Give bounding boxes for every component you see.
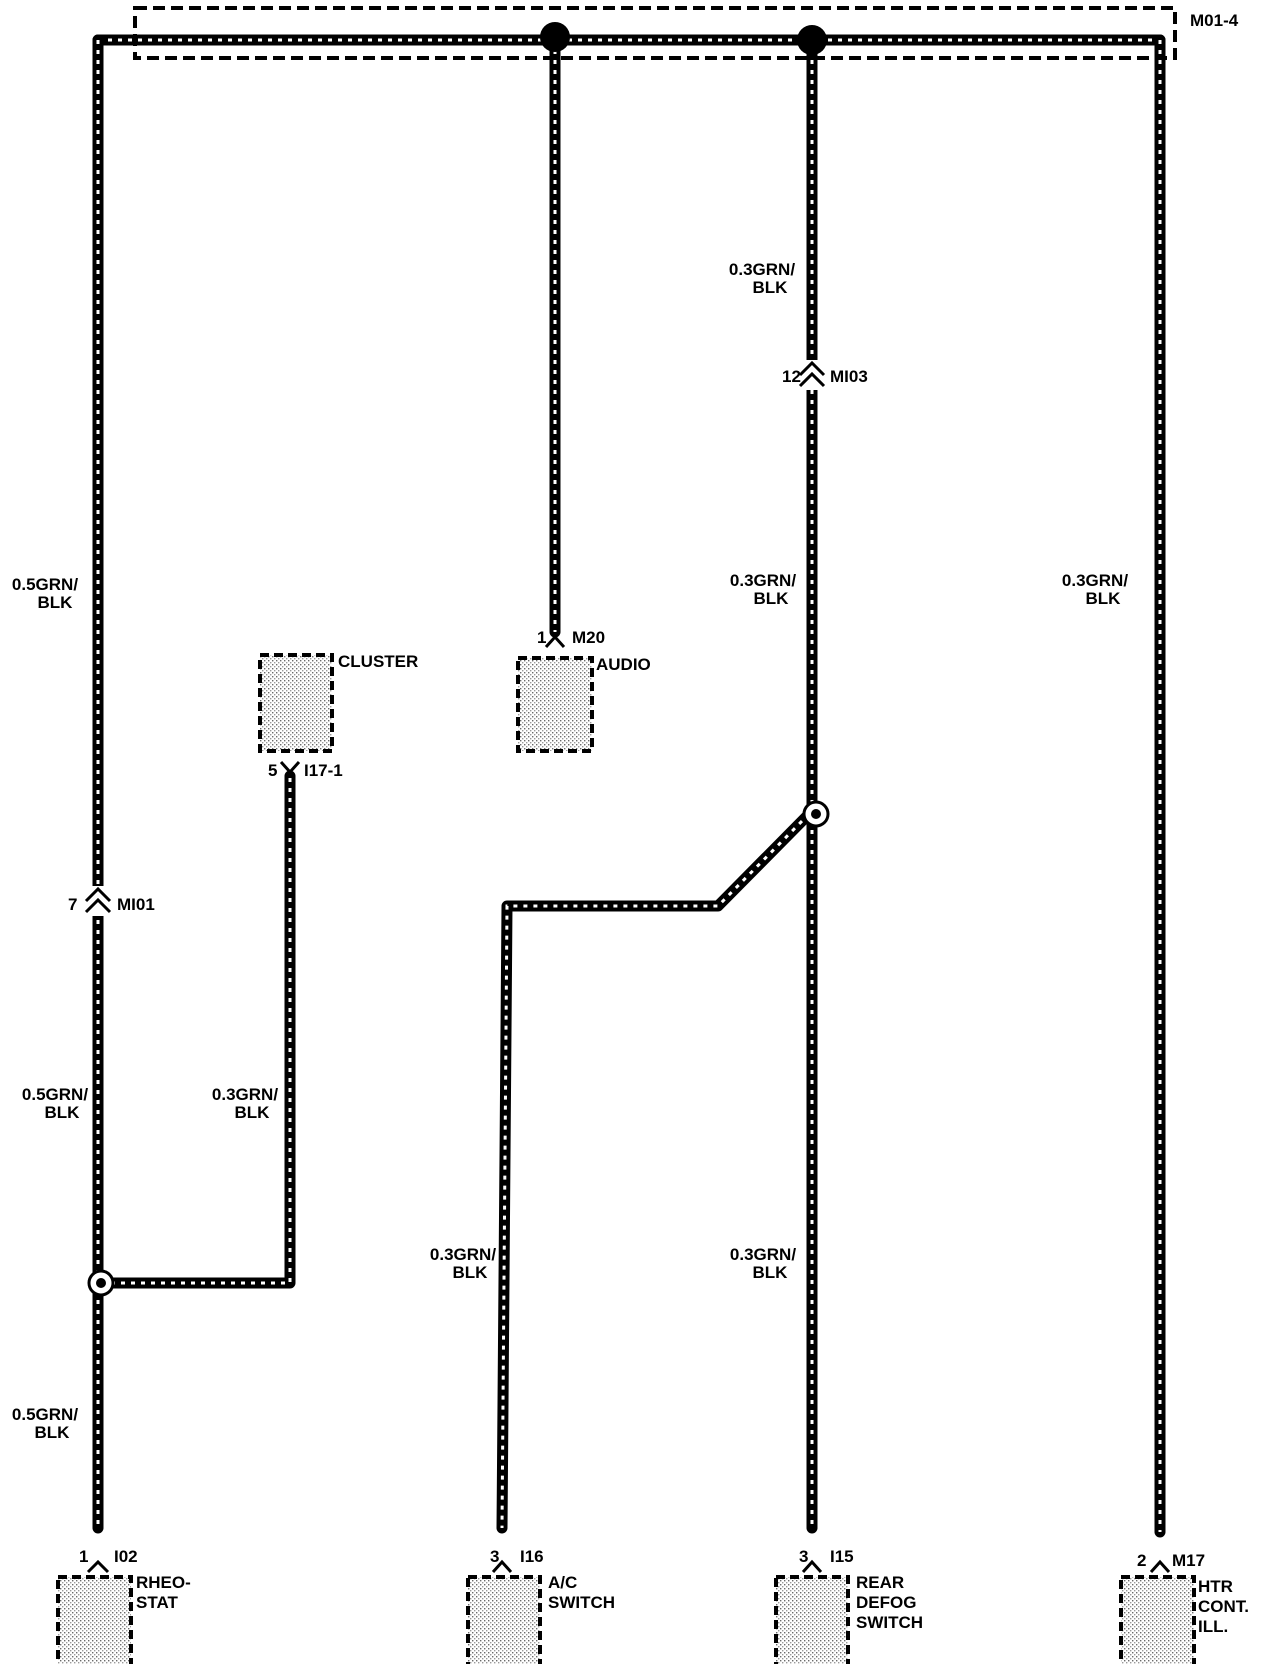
ac-switch-name-line1: A/C	[548, 1573, 577, 1592]
svg-text:BLK: BLK	[235, 1103, 271, 1122]
wire-label-cluster-branch: 0.3GRN/ BLK	[212, 1085, 278, 1122]
cluster-connector-id: I17-1	[304, 761, 343, 780]
wire-label-center-middle: 0.3GRN/ BLK	[730, 571, 796, 608]
inline-connector-mi01	[84, 886, 112, 916]
svg-text:BLK: BLK	[753, 278, 789, 297]
svg-text:BLK: BLK	[45, 1103, 81, 1122]
wire-label-right: 0.3GRN/ BLK	[1062, 571, 1128, 608]
rear-defog-name-line1: REAR	[856, 1573, 904, 1592]
htr-cont-name-line3: ILL.	[1198, 1617, 1228, 1636]
svg-text:0.5GRN/: 0.5GRN/	[22, 1085, 88, 1104]
svg-text:0.5GRN/: 0.5GRN/	[12, 575, 78, 594]
svg-text:BLK: BLK	[1086, 589, 1122, 608]
wire-label-left-middle: 0.5GRN/ BLK	[22, 1085, 88, 1122]
wire-label-left-upper: 0.5GRN/ BLK	[12, 575, 78, 612]
rear-defog-connector-id: I15	[830, 1547, 854, 1566]
mi03-pin: 12	[782, 367, 801, 386]
rear-defog-connector-box	[774, 1575, 850, 1664]
svg-text:BLK: BLK	[754, 589, 790, 608]
wire-label-center-upper: 0.3GRN/ BLK	[729, 260, 795, 297]
rear-defog-name-line2: DEFOG	[856, 1593, 916, 1612]
mi03-label: MI03	[830, 367, 868, 386]
ac-switch-connector-id: I16	[520, 1547, 544, 1566]
rheostat-name-line1: RHEO-	[136, 1573, 191, 1592]
wire-label-ac-branch: 0.3GRN/ BLK	[430, 1245, 496, 1282]
htr-cont-terminal-icon	[1149, 1559, 1171, 1574]
rheostat-terminal-icon	[86, 1559, 110, 1574]
wire-ac-branch	[496, 808, 815, 1534]
svg-text:0.3GRN/: 0.3GRN/	[729, 260, 795, 279]
htr-cont-connector-id: M17	[1172, 1551, 1205, 1570]
wire-cluster-branch	[95, 770, 296, 1289]
audio-connector-box	[516, 656, 594, 753]
rear-defog-terminal-icon	[801, 1559, 823, 1574]
audio-pin: 1	[537, 628, 546, 647]
svg-text:0.3GRN/: 0.3GRN/	[730, 571, 796, 590]
rheostat-connector-box	[56, 1575, 133, 1664]
svg-text:0.3GRN/: 0.3GRN/	[430, 1245, 496, 1264]
ac-switch-connector-box	[466, 1575, 542, 1664]
cluster-name: CLUSTER	[338, 652, 418, 671]
ac-switch-name-line2: SWITCH	[548, 1593, 615, 1612]
splice-dot-center	[797, 25, 827, 55]
htr-cont-name-line1: HTR	[1198, 1577, 1233, 1596]
splice-point-left	[87, 1269, 115, 1297]
cluster-connector-box	[258, 653, 334, 753]
splice-point-center	[802, 800, 830, 828]
rheostat-connector-id: I02	[114, 1547, 138, 1566]
svg-text:0.3GRN/: 0.3GRN/	[730, 1245, 796, 1264]
rheostat-name-line2: STAT	[136, 1593, 178, 1612]
shield-label: M01-4	[1190, 11, 1239, 30]
svg-text:BLK: BLK	[38, 593, 74, 612]
svg-text:0.3GRN/: 0.3GRN/	[212, 1085, 278, 1104]
rheostat-pin: 1	[79, 1547, 88, 1566]
htr-cont-connector-box	[1119, 1575, 1196, 1664]
svg-text:0.5GRN/: 0.5GRN/	[12, 1405, 78, 1424]
ac-switch-pin: 3	[490, 1547, 499, 1566]
wire-label-left-lower: 0.5GRN/ BLK	[12, 1405, 78, 1442]
splice-shield-outline	[133, 6, 1177, 60]
htr-cont-name-line2: CONT.	[1198, 1597, 1249, 1616]
cluster-pin: 5	[268, 761, 277, 780]
rear-defog-pin: 3	[799, 1547, 808, 1566]
svg-text:BLK: BLK	[35, 1423, 71, 1442]
mi01-label: MI01	[117, 895, 155, 914]
ac-switch-terminal-icon	[491, 1559, 513, 1574]
mi01-pin: 7	[68, 895, 77, 914]
cluster-terminal-icon	[279, 760, 301, 775]
splice-dot-audio	[540, 22, 570, 52]
wire-label-center-lower: 0.3GRN/ BLK	[730, 1245, 796, 1282]
svg-text:BLK: BLK	[453, 1263, 489, 1282]
audio-name: AUDIO	[596, 655, 651, 674]
inline-connector-mi03	[798, 360, 826, 390]
svg-text:BLK: BLK	[753, 1263, 789, 1282]
audio-connector-id: M20	[572, 628, 605, 647]
htr-cont-pin: 2	[1137, 1551, 1146, 1570]
svg-text:0.3GRN/: 0.3GRN/	[1062, 571, 1128, 590]
rear-defog-name-line3: SWITCH	[856, 1613, 923, 1632]
audio-terminal-icon	[544, 634, 566, 649]
